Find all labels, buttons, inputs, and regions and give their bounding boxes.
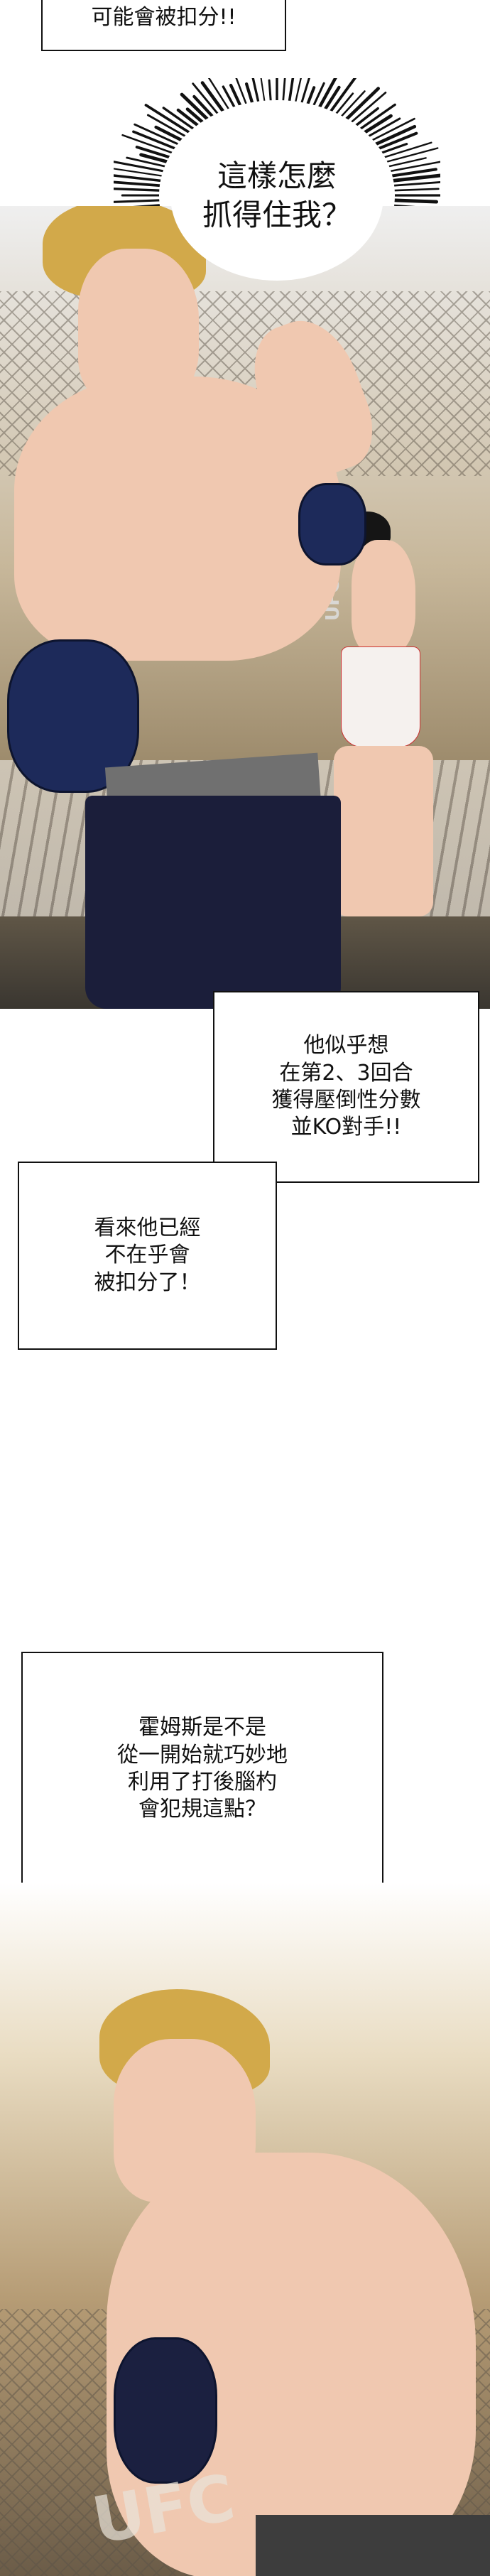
shout-spike — [344, 89, 379, 122]
glove-icon-2 — [114, 2337, 217, 2484]
speech-box-observation: 看來他已經 不在乎會 被扣分了！ — [18, 1162, 277, 1350]
speech-box-top: 可能會被扣分!! — [41, 0, 286, 51]
speech-box-question: 霍姆斯是不是 從一開始就巧妙地 利用了打後腦杓 會犯規這點？ — [21, 1652, 383, 1886]
shout-spike — [379, 144, 407, 154]
shout-spike — [114, 167, 165, 176]
bg-fighter-body — [352, 540, 415, 654]
shout-spike — [114, 181, 164, 186]
shorts-waistband-2 — [256, 2515, 490, 2576]
bg-fighter-shorts — [341, 646, 420, 747]
bg-fighter-legs — [334, 746, 433, 916]
shout-spike — [114, 200, 163, 202]
speech-box-question-text: 霍姆斯是不是 從一開始就巧妙地 利用了打後腦杓 會犯規這點？ — [117, 1714, 288, 1824]
fight-panel-2: UFC — [0, 1883, 490, 2576]
speech-box-observation-text: 看來他已經 不在乎會 被扣分了！ — [94, 1215, 201, 1297]
shout-spike — [114, 189, 163, 191]
shout-spike — [317, 78, 341, 111]
speech-box-analysis-text: 他似乎想 在第2、3回合 獲得壓倒性分數 並KO對手!! — [272, 1032, 421, 1142]
fight-panel-1: UFC — [0, 206, 490, 1009]
shout-spike — [390, 182, 440, 186]
shout-spike — [391, 200, 437, 202]
speech-box-analysis: 他似乎想 在第2、3回合 獲得壓倒性分數 並KO對手!! — [213, 991, 479, 1183]
shout-spike — [146, 105, 192, 134]
shout-bubble-text: 這樣怎麼 抓得住我？ — [170, 110, 383, 281]
fighter-shorts — [85, 796, 341, 1009]
speech-box-top-text: 可能會被扣分!! — [91, 4, 236, 31]
shout-spike — [391, 189, 439, 190]
glove-right-icon — [298, 483, 366, 565]
